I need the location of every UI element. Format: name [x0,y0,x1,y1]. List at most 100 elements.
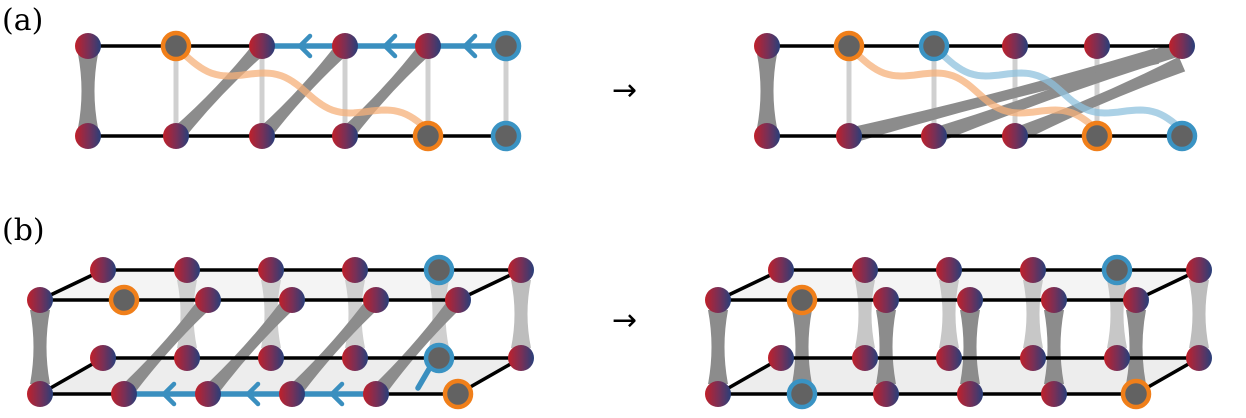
lattice-site [75,123,101,149]
lattice-site [852,345,878,371]
panel-label-b: (b) [2,213,45,248]
lattice-site [1186,345,1212,371]
lattice-site [1002,123,1028,149]
lattice-site [754,123,780,149]
diagonal-bond [369,294,465,400]
lattice-site [90,345,116,371]
lattice-site [508,345,534,371]
lattice-site [1169,33,1195,59]
front-corner-bond [708,310,728,384]
lattice-site [195,381,221,407]
lattice-site [332,123,358,149]
hop-arrowhead [297,33,313,59]
lattice-site [445,287,471,313]
bond-ribbon [339,40,434,142]
lattice-site [936,345,962,371]
front-bond [1126,310,1146,384]
lattice-site [90,257,116,283]
back-bond [1023,280,1043,348]
box-b-left-top-face [40,270,521,300]
lattice-site [249,33,275,59]
blue-marked-site [786,378,818,410]
lattice-site [258,345,284,371]
lattice-site [332,33,358,59]
lattice-site [957,381,983,407]
diagonal-bond [286,294,382,400]
orange-marked-site [108,284,140,316]
hop-arrowhead [462,33,478,59]
back-corner-bond [1189,280,1209,348]
edge-bond [757,54,777,128]
long-bond-ribbon [846,48,1160,144]
lattice-site [27,287,53,313]
lattice-site [873,287,899,313]
lattice-site [768,345,794,371]
lattice-site [1020,345,1046,371]
blue-marked-site [1101,254,1133,286]
lattice-site [705,287,731,313]
blue-marked-site [423,254,455,286]
blue-marked-site [918,30,950,62]
lattice-site [1084,33,1110,59]
back-bond [855,280,875,348]
lattice-site [836,123,862,149]
diagonal-bond [202,294,298,400]
lattice-sites [27,30,1212,410]
lattice-site [768,257,794,283]
lattice-site [195,287,221,313]
blue-marked-site [1166,120,1198,152]
lattice-site [852,257,878,283]
edge-bond [78,54,98,128]
transition-arrow-a: → [612,73,637,108]
front-bond [1044,310,1064,384]
hop-arrowhead [161,381,177,407]
lattice-site [1041,287,1067,313]
lattice-site [258,257,284,283]
lattice-site [249,123,275,149]
front-bond [792,310,812,384]
hop-arrowhead [329,381,345,407]
lattice-site [279,381,305,407]
back-corner-bond [511,280,531,348]
front-bond [960,310,980,384]
lattice-site [1104,345,1130,371]
back-bond [1107,280,1127,348]
lattice-site [279,287,305,313]
lattice-site [415,33,441,59]
blue-marked-site [490,120,522,152]
lattice-site [1020,257,1046,283]
orange-marked-site [1120,378,1152,410]
lattice-site [1002,33,1028,59]
bond-ribbon [170,40,268,142]
blue-string [940,52,1186,134]
lattice-site [27,381,53,407]
lattice-site [957,287,983,313]
orange-string [182,52,432,134]
orange-marked-site [833,30,865,62]
lattice-site [363,381,389,407]
lattice-site [508,257,534,283]
lattice-site [1186,257,1212,283]
orange-marked-site [412,120,444,152]
hop-arrowhead [382,33,398,59]
lattice-site [1041,381,1067,407]
lattice-site [936,257,962,283]
diagonal-bond [118,294,214,400]
transition-arrow-b: → [612,303,637,338]
lattice-site [75,33,101,59]
lattice-site [174,345,200,371]
box-b-right-bottom-face [718,358,1199,394]
wavy-strings [182,52,1186,134]
lattice-site [342,345,368,371]
lattice-site [111,381,137,407]
long-bond-ribbon [1011,56,1186,144]
hop-arrowhead [245,381,261,407]
lattice-site [754,33,780,59]
lattice-site [163,123,189,149]
lattice-site [342,257,368,283]
back-bond [939,280,959,348]
front-bond [876,310,896,384]
blue-marked-site [490,30,522,62]
orange-string [855,52,1101,134]
